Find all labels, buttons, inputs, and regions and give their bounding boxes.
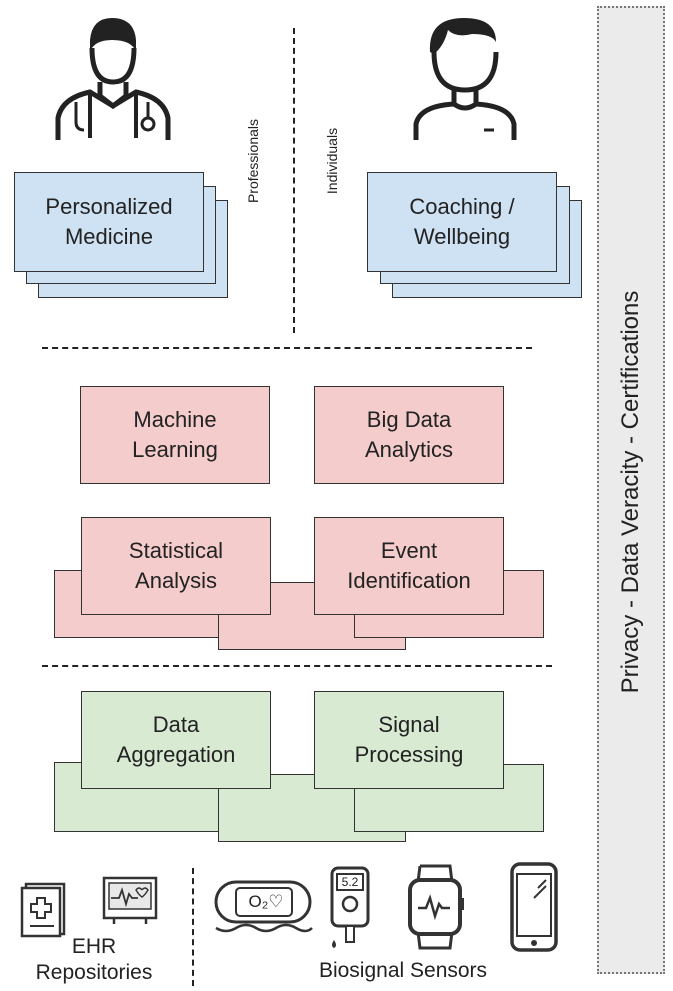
data-aggregation-label: Data Aggregation: [116, 712, 236, 767]
pulse-oximeter-icon: [214, 880, 313, 933]
coaching-wellbeing-box: [367, 172, 557, 272]
doctor-icon: [55, 18, 171, 140]
top-vertical-divider: [293, 28, 295, 333]
event-identification-label: Event Identification: [347, 538, 471, 593]
machine-learning-box: [80, 386, 270, 484]
signal-processing-label: Signal Processing: [354, 712, 464, 767]
bottom-vertical-divider: [192, 868, 194, 986]
medical-record-icon: [20, 882, 66, 938]
statistical-analysis-label: Statistical Analysis: [128, 538, 224, 593]
personalized-medicine-box: [14, 172, 204, 272]
event-identification-box: [314, 517, 504, 615]
health-monitor-icon: [102, 876, 158, 924]
coaching-wellbeing-label: Coaching / Wellbeing: [409, 194, 515, 249]
oximeter-display-text: O₂♡: [248, 892, 284, 911]
data-aggregation-box: [81, 691, 271, 789]
privacy-side-bar: [597, 6, 665, 974]
big-data-analytics-label: Big Data Analytics: [364, 407, 454, 462]
separator-top: [42, 347, 532, 349]
privacy-side-label: Privacy - Data Veracity - Certifications: [617, 290, 644, 694]
smartwatch-icon: [408, 864, 464, 950]
smartphone-icon: [510, 862, 558, 952]
signal-processing-box: [314, 691, 504, 789]
glucometer-display-text: 5.2: [341, 875, 359, 889]
machine-learning-label: Machine Learning: [132, 407, 218, 462]
separator-middle: [42, 665, 552, 667]
glucometer-icon: [330, 866, 370, 948]
statistical-analysis-box: [81, 517, 271, 615]
ehr-repositories-label: EHR Repositories: [35, 935, 153, 984]
person-icon: [413, 18, 517, 140]
personalized-medicine-label: Personalized Medicine: [45, 194, 173, 249]
biosignal-sensors-label: Biosignal Sensors: [318, 959, 488, 982]
individuals-label: Individuals: [324, 127, 340, 195]
big-data-analytics-box: [314, 386, 504, 484]
professionals-label: Professionals: [245, 118, 261, 204]
